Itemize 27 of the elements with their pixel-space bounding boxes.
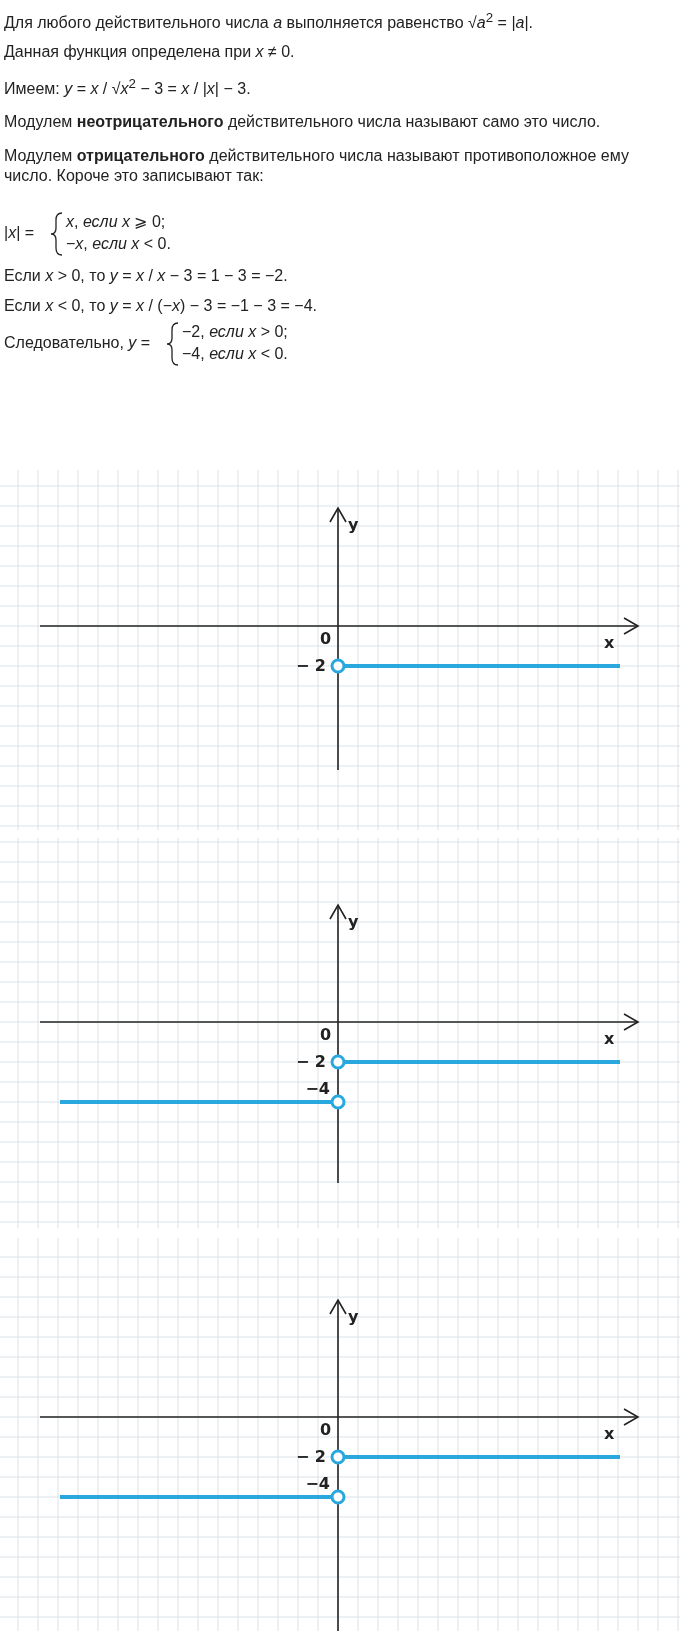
formula-text: Имеем: y = x / √x$^{2}$ − 3 = x / |x| − 3.	[4, 75, 252, 100]
axis-label: 0	[320, 630, 332, 648]
axis-label: y	[348, 913, 359, 931]
definition-text: Модулем неотрицательного действительного числа называют само это число.	[4, 112, 602, 132]
formula-text: Следовательно, y =	[4, 333, 151, 353]
axis-label: y	[348, 516, 359, 534]
tick-label: − 2	[295, 1448, 326, 1466]
tick-label: − 2	[295, 1053, 326, 1071]
case-text: −2, если x > 0;	[182, 322, 288, 342]
statement-text: Для любого действительного числа a выполняется равенство √a$^{2}$ = |a|.	[4, 9, 535, 34]
tick-label: −4	[305, 1080, 330, 1098]
definition-text: Модулем отрицательного действительного числа называют противоположное ему число. Короче это записывают так:	[4, 146, 630, 186]
formula-text: |x| =	[4, 223, 35, 243]
axis-label: x	[604, 1425, 615, 1443]
tick-label: −4	[305, 1475, 330, 1493]
case-text: −4, если x < 0.	[182, 344, 288, 364]
formula-text: Если x < 0, то y = x / (−x) − 3 = −1 − 3 = −4.	[4, 296, 318, 316]
axis-label: 0	[320, 1026, 332, 1044]
case-text: x, если x ⩾ 0;	[66, 212, 166, 232]
axis-label: y	[348, 1308, 359, 1326]
formula-text: Если x > 0, то y = x / x − 3 = 1 − 3 = −2.	[4, 266, 289, 286]
axis-label: x	[604, 634, 615, 652]
axis-label: x	[604, 1030, 615, 1048]
domain-text: Данная функция определена при x ≠ 0.	[4, 42, 296, 62]
tick-label: − 2	[295, 657, 326, 675]
axis-label: 0	[320, 1421, 332, 1439]
case-text: −x, если x < 0.	[66, 234, 171, 254]
